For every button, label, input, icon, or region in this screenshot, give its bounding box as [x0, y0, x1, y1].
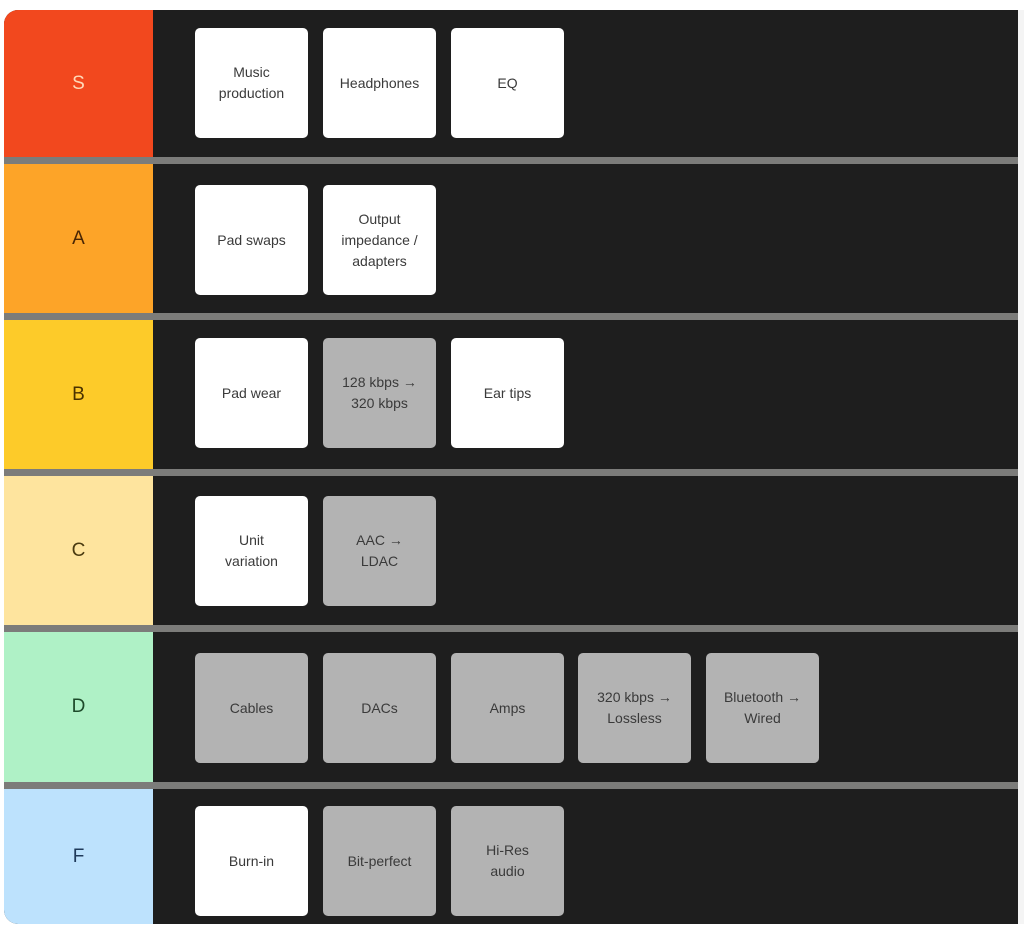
tier-items-a: Pad swaps Output impedance / adapters [153, 164, 1018, 313]
tier-divider [4, 157, 1018, 164]
tier-items-c: Unit variation AAC → LDAC [153, 476, 1018, 625]
tier-row-s: S Music production Headphones EQ [4, 10, 1018, 157]
tier-row-d: D Cables DACs Amps 320 kbps → Lossless B… [4, 632, 1018, 782]
tier-item-card[interactable]: AAC → LDAC [323, 496, 436, 606]
tier-item-card[interactable]: Output impedance / adapters [323, 185, 436, 295]
tier-divider [4, 469, 1018, 476]
tier-item-card[interactable]: Music production [195, 28, 308, 138]
tier-items-d: Cables DACs Amps 320 kbps → Lossless Blu… [153, 632, 1018, 782]
tier-label-a: A [4, 164, 153, 313]
tier-item-card[interactable]: Ear tips [451, 338, 564, 448]
tier-label-f: F [4, 789, 153, 924]
tier-items-f: Burn-in Bit-perfect Hi-Res audio [153, 789, 1018, 924]
tier-row-b: B Pad wear 128 kbps → 320 kbps Ear tips [4, 320, 1018, 469]
tier-item-card[interactable]: EQ [451, 28, 564, 138]
tier-label-b: B [4, 320, 153, 469]
tier-label-s: S [4, 10, 153, 157]
tier-item-card[interactable]: Cables [195, 653, 308, 763]
tier-item-card[interactable]: Bluetooth → Wired [706, 653, 819, 763]
tier-divider [4, 313, 1018, 320]
tier-item-card[interactable]: Headphones [323, 28, 436, 138]
tier-row-c: C Unit variation AAC → LDAC [4, 476, 1018, 625]
tier-label-c: C [4, 476, 153, 625]
tier-item-card[interactable]: Amps [451, 653, 564, 763]
tier-list-board: S Music production Headphones EQ A Pad s… [4, 10, 1018, 924]
tier-row-a: A Pad swaps Output impedance / adapters [4, 164, 1018, 313]
tier-label-d: D [4, 632, 153, 782]
tier-item-card[interactable]: Unit variation [195, 496, 308, 606]
tier-item-card[interactable]: Burn-in [195, 806, 308, 916]
tier-item-card[interactable]: Pad wear [195, 338, 308, 448]
tier-divider [4, 625, 1018, 632]
tier-item-card[interactable]: 320 kbps → Lossless [578, 653, 691, 763]
scroll-edge [1018, 10, 1024, 924]
tier-item-card[interactable]: Pad swaps [195, 185, 308, 295]
tier-items-s: Music production Headphones EQ [153, 10, 1018, 157]
tier-items-b: Pad wear 128 kbps → 320 kbps Ear tips [153, 320, 1018, 469]
tier-item-card[interactable]: Bit-perfect [323, 806, 436, 916]
tier-divider [4, 782, 1018, 789]
tier-item-card[interactable]: Hi-Res audio [451, 806, 564, 916]
tier-row-f: F Burn-in Bit-perfect Hi-Res audio [4, 789, 1018, 924]
tier-item-card[interactable]: 128 kbps → 320 kbps [323, 338, 436, 448]
tier-item-card[interactable]: DACs [323, 653, 436, 763]
